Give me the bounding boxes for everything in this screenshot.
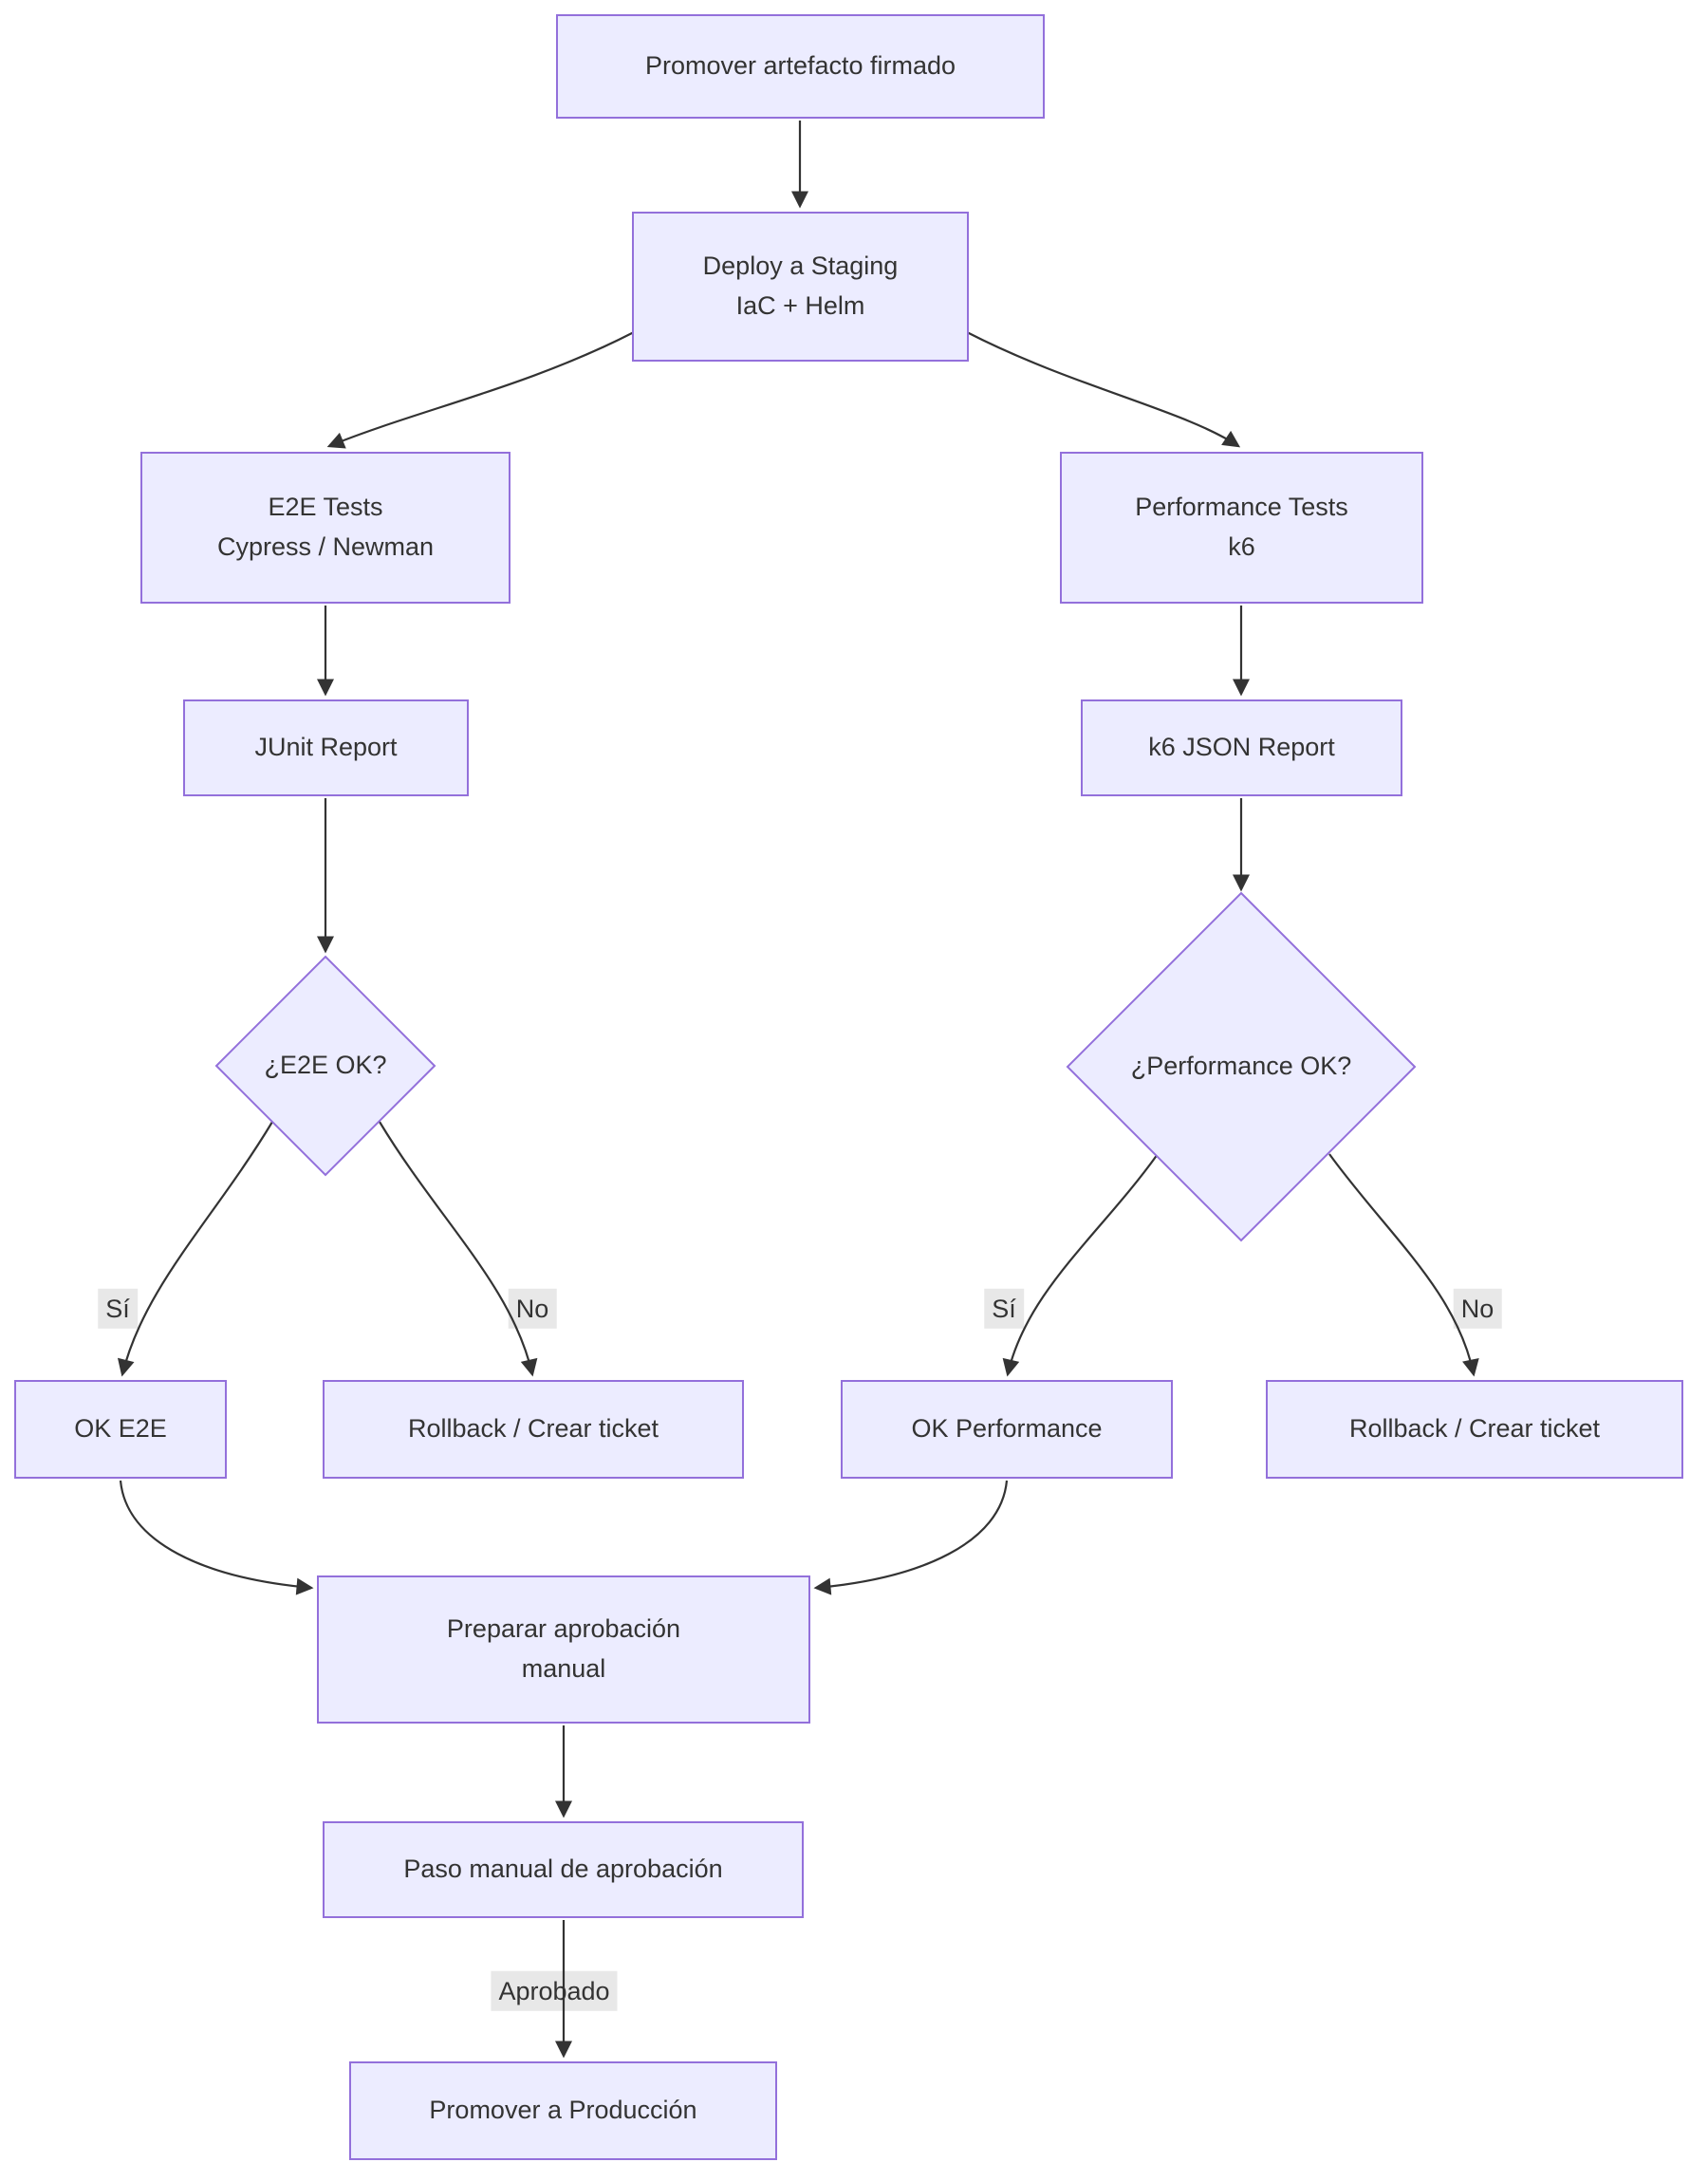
node-label: Promover artefacto firmado <box>644 51 956 81</box>
edge-performance-ok-yes <box>1002 1153 1159 1377</box>
node-label: Preparar aprobación <box>446 1614 681 1644</box>
node-label: E2E Tests <box>268 493 383 522</box>
node-label: Performance Tests <box>1135 493 1348 522</box>
node-promover-artefacto: Promover artefacto firmado <box>556 14 1045 119</box>
node-label: Promover a Producción <box>429 2096 697 2125</box>
node-performance-tests: Performance Tests k6 <box>1060 452 1423 604</box>
edge-deploy-to-e2e-tests <box>326 331 635 449</box>
edge-label-e2e-no: No <box>508 1288 557 1330</box>
node-promover-produccion: Promover a Producción <box>349 2061 777 2160</box>
node-label: Rollback / Crear ticket <box>407 1414 659 1444</box>
node-preparar-aprobacion: Preparar aprobación manual <box>317 1575 810 1724</box>
node-ok-performance: OK Performance <box>841 1380 1173 1479</box>
node-label: Cypress / Newman <box>216 532 435 561</box>
diamond-shape <box>216 957 435 1175</box>
node-rollback-e2e: Rollback / Crear ticket <box>323 1380 744 1479</box>
node-e2e-tests: E2E Tests Cypress / Newman <box>140 452 511 604</box>
node-label: ¿Performance OK? <box>1130 1052 1352 1081</box>
edge-deploy-to-performance-tests <box>966 331 1241 448</box>
node-k6-json-report: k6 JSON Report <box>1081 699 1402 796</box>
edge-e2e-ok-no <box>379 1121 538 1377</box>
node-label: JUnit Report <box>254 733 398 762</box>
edge-label-perf-no: No <box>1453 1288 1502 1330</box>
edge-ok-e2e-to-preparar <box>119 1480 314 1595</box>
edge-label-e2e-yes: Sí <box>98 1288 138 1330</box>
edge-label-perf-yes: Sí <box>984 1288 1024 1330</box>
node-junit-report: JUnit Report <box>183 699 469 796</box>
node-deploy-staging: Deploy a Staging IaC + Helm <box>632 212 969 362</box>
node-rollback-performance: Rollback / Crear ticket <box>1266 1380 1683 1479</box>
decision-e2e-ok: ¿E2E OK? <box>216 957 435 1175</box>
node-label: k6 JSON Report <box>1148 733 1335 762</box>
node-label: OK Performance <box>911 1414 1103 1444</box>
edge-ok-performance-to-preparar <box>813 1480 1009 1595</box>
node-label: Paso manual de aprobación <box>403 1855 723 1884</box>
node-label: Deploy a Staging <box>702 252 899 281</box>
node-label: ¿E2E OK? <box>264 1051 387 1080</box>
node-label: OK E2E <box>74 1414 167 1444</box>
diamond-shape <box>1068 893 1415 1240</box>
node-paso-manual: Paso manual de aprobación <box>323 1821 804 1918</box>
node-ok-e2e: OK E2E <box>14 1380 227 1479</box>
edge-performance-ok-no <box>1328 1153 1479 1377</box>
node-label: IaC + Helm <box>735 291 865 320</box>
node-label: manual <box>521 1654 606 1683</box>
edge-e2e-ok-yes <box>117 1121 273 1377</box>
decision-performance-ok: ¿Performance OK? <box>1068 893 1415 1240</box>
node-label: k6 <box>1228 532 1255 561</box>
edge-label-approved: Aprobado <box>491 1970 618 2012</box>
node-label: Rollback / Crear ticket <box>1348 1414 1601 1444</box>
